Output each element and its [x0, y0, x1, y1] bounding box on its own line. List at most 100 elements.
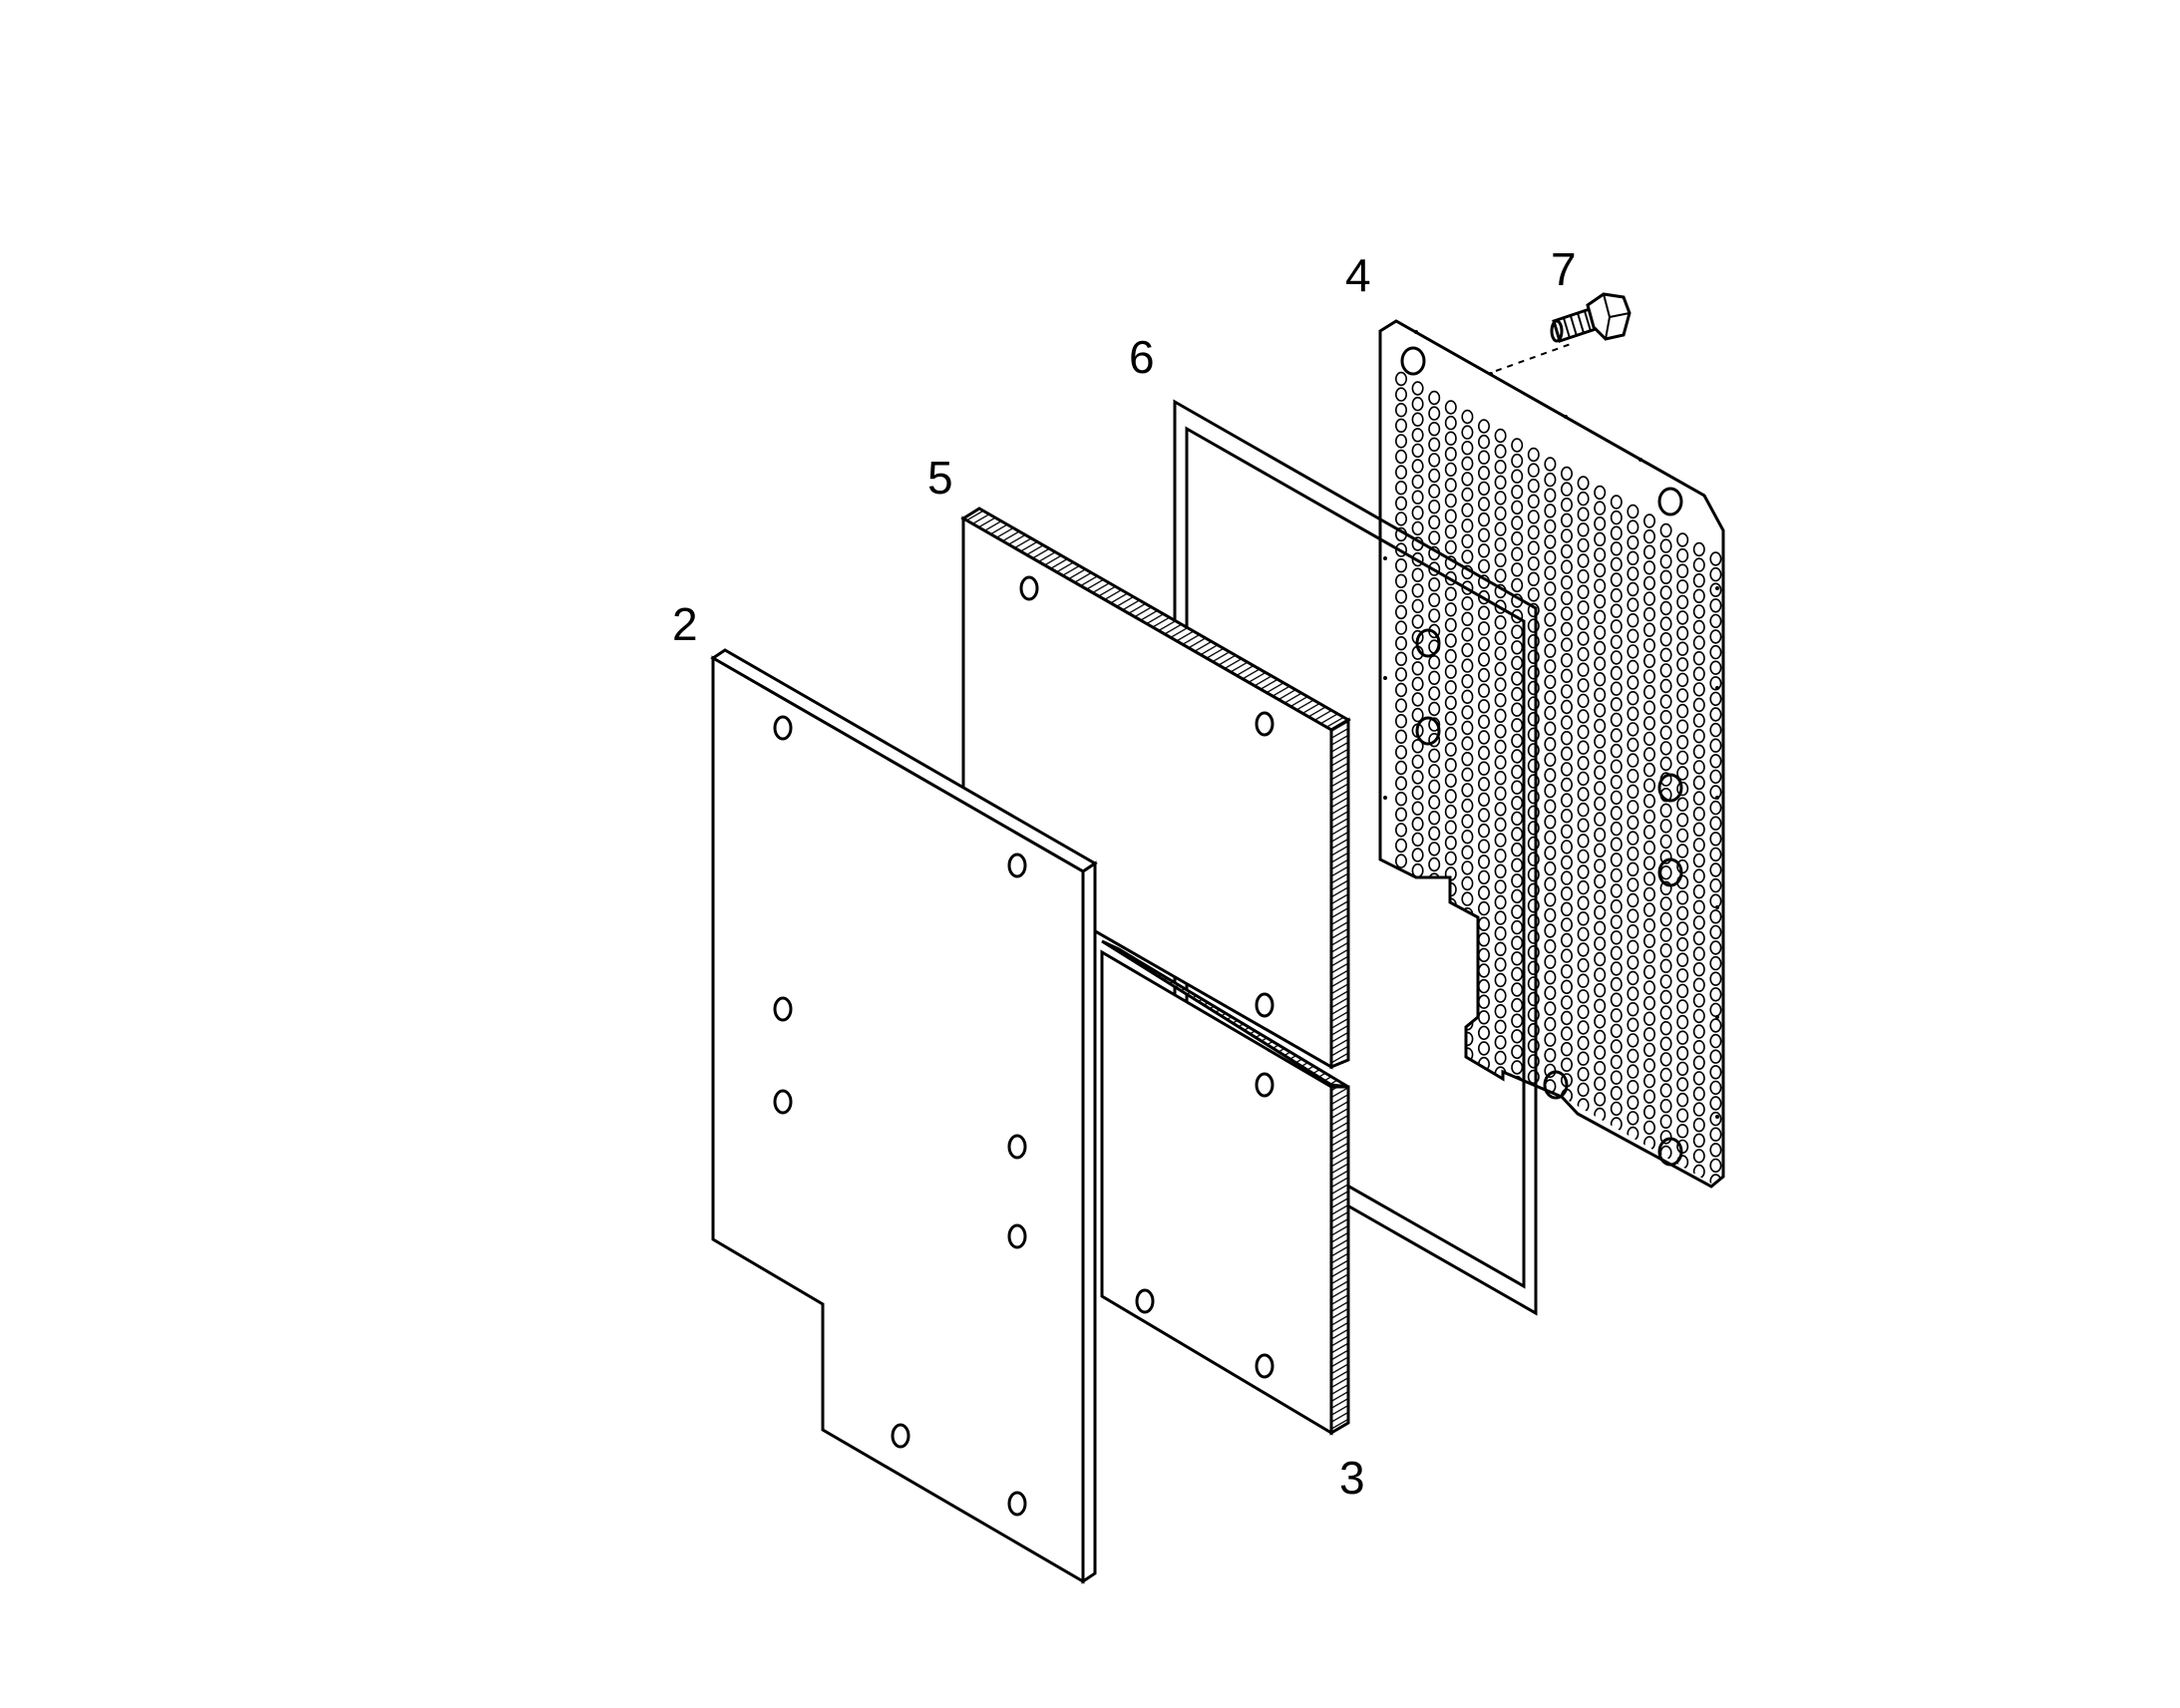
perforation-hole — [1527, 555, 1540, 571]
perforation-hole — [1461, 705, 1474, 720]
perforation-hole — [1444, 975, 1457, 990]
perforation-hole — [1461, 875, 1474, 891]
perforation-hole — [1411, 754, 1424, 770]
perforation-hole — [1677, 1264, 1687, 1277]
perforation-hole — [1511, 500, 1524, 515]
perforation-hole — [1594, 562, 1607, 578]
perforation-hole — [1544, 954, 1557, 969]
perforation-hole — [1461, 767, 1474, 782]
perforation-hole — [1527, 991, 1540, 1007]
perforation-hole — [1395, 512, 1408, 526]
perforation-hole — [1395, 403, 1408, 418]
perforation-hole — [1709, 1049, 1722, 1064]
perforation-hole — [1494, 739, 1507, 755]
perforation-hole — [1659, 1176, 1672, 1185]
perforation-hole — [1561, 948, 1574, 963]
perforation-hole — [1610, 1070, 1623, 1085]
perforation-hole — [1527, 866, 1540, 882]
perforation-hole — [1610, 1148, 1623, 1163]
perforation-hole — [1511, 718, 1524, 733]
perforation-hole — [1395, 1102, 1408, 1118]
perforation-hole — [1411, 940, 1424, 956]
perforation-hole — [1511, 1029, 1524, 1044]
perforation-hole — [1561, 885, 1574, 901]
perforation-hole — [1411, 661, 1424, 676]
perforation-hole — [1428, 484, 1441, 499]
perforation-hole — [1627, 644, 1639, 659]
perforation-hole — [1527, 649, 1540, 664]
perforation-hole — [1478, 636, 1491, 652]
perforation-hole — [1428, 810, 1441, 826]
perforation-hole — [1577, 864, 1590, 879]
perforation-hole — [1561, 543, 1574, 559]
perforation-hole — [1544, 923, 1557, 938]
perforation-hole — [1709, 660, 1722, 675]
perforation-hole — [1643, 1089, 1656, 1104]
perforation-hole — [1494, 506, 1507, 521]
perforation-hole — [1461, 891, 1474, 906]
perforation-hole — [1692, 728, 1705, 744]
perforation-hole — [1577, 709, 1590, 724]
perforation-hole — [1461, 860, 1474, 875]
perforation-hole — [1660, 1255, 1670, 1268]
callout-7: 7 — [1551, 243, 1577, 295]
perforation-hole — [1561, 482, 1574, 497]
perforation-hole — [1494, 1050, 1507, 1066]
perforation-hole — [1643, 1027, 1656, 1042]
perforation-hole — [1478, 947, 1491, 963]
perforation-hole — [1692, 557, 1705, 572]
perforation-hole — [1692, 1149, 1705, 1164]
perforation-hole — [1561, 746, 1574, 761]
perforation-hole — [1444, 586, 1457, 601]
perforation-hole — [1494, 1003, 1507, 1019]
perforation-hole — [1692, 1071, 1705, 1086]
perforation-hole — [1544, 518, 1557, 534]
perforation-hole — [1709, 738, 1722, 753]
perforation-hole — [1395, 682, 1408, 698]
perforation-hole — [1561, 574, 1574, 590]
perforation-hole — [1395, 667, 1408, 682]
perforation-hole — [1478, 512, 1491, 527]
perforation-hole — [1511, 546, 1524, 561]
perforation-hole — [1676, 641, 1689, 656]
perforation-hole — [1428, 856, 1441, 872]
perforation-hole — [1643, 840, 1656, 855]
perforation-hole — [1676, 1046, 1689, 1061]
perforation-hole — [1627, 597, 1639, 612]
perforation-hole — [1561, 528, 1574, 543]
perforation-hole — [1395, 946, 1408, 962]
perforation-hole — [1659, 1114, 1672, 1130]
perforation-hole — [1643, 949, 1656, 964]
perforation-hole — [1676, 1030, 1689, 1045]
perforation-hole — [1594, 656, 1607, 671]
perforation-hole — [1527, 463, 1540, 478]
perforation-hole — [1577, 1020, 1590, 1035]
perforation-hole — [1478, 605, 1491, 620]
perforation-hole — [1395, 838, 1408, 854]
perforation-hole — [1610, 1086, 1623, 1101]
perforation-hole — [1643, 684, 1656, 700]
perforation-hole — [1511, 1107, 1524, 1122]
perforation-hole — [1544, 830, 1557, 846]
perforation-hole — [1577, 957, 1590, 973]
perforation-hole — [1527, 929, 1540, 944]
perforation-hole — [1577, 1082, 1590, 1098]
perforation-hole — [1478, 885, 1491, 900]
perforation-hole — [1643, 825, 1656, 840]
perforation-hole — [1643, 855, 1656, 870]
perforation-hole — [1577, 973, 1590, 988]
perforation-hole — [1676, 625, 1689, 641]
perforation-hole — [1444, 959, 1457, 975]
perforation-hole — [1494, 568, 1507, 583]
perforation-hole — [1643, 731, 1656, 747]
perforation-hole — [1659, 1005, 1672, 1020]
perforation-hole — [1494, 925, 1507, 941]
perforation-hole — [1692, 604, 1705, 619]
perforation-hole — [1595, 1187, 1605, 1199]
perforation-hole — [1644, 1199, 1654, 1212]
perforation-hole — [1511, 997, 1524, 1013]
perforation-hole — [1478, 1134, 1491, 1150]
perforation-hole — [1527, 1054, 1540, 1069]
bolt-part-7 — [1495, 292, 1632, 372]
perforation-hole — [1659, 756, 1672, 772]
